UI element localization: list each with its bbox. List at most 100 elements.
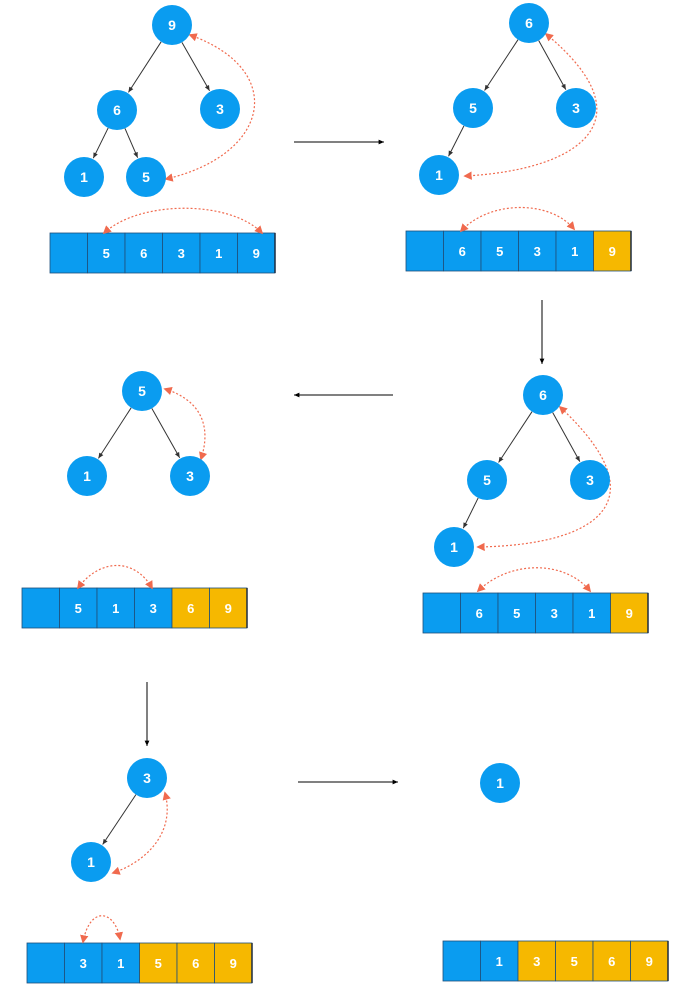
step-1-array-cell-2	[124, 232, 163, 274]
step-1-heap-node-2: 6	[97, 90, 137, 130]
step-1-array-cell-label: 9	[253, 246, 260, 261]
step-3-array-cell-3	[535, 592, 574, 634]
step-4-array-cell-2	[96, 587, 135, 629]
step-3-heap-node-2: 5	[467, 460, 507, 500]
step-3-array-cell-4	[572, 592, 611, 634]
step-5-array-cell-label: 3	[80, 956, 87, 971]
step-2-array-cell-label: 5	[496, 244, 503, 259]
step-1-heap-node-label: 9	[168, 17, 176, 33]
step-3-heap-node-label: 6	[539, 387, 547, 403]
step-4-array-cell-label: 6	[187, 601, 194, 616]
step-4-heap-node-label: 3	[186, 468, 194, 484]
step-2-array-cell-3	[518, 230, 557, 272]
step-3-heap-node-3: 3	[570, 460, 610, 500]
step-3-heap-node-circle	[434, 527, 474, 567]
step-5-array-cell-1	[64, 942, 103, 984]
step-2-array-cell-5	[593, 230, 632, 272]
step-4-array-cell-label: 9	[225, 601, 232, 616]
step-5-heap-node-circle	[71, 842, 111, 882]
step-5-array-cell-label: 1	[117, 956, 124, 971]
step-5-array-cell-4	[176, 942, 215, 984]
step-3-array-cell-5	[610, 592, 649, 634]
step-3-heap-node-circle	[570, 460, 610, 500]
step-2-array-cell-label: 6	[459, 244, 466, 259]
step-6-array-cell-5	[630, 940, 669, 982]
step-1-heap-node-1: 9	[152, 5, 192, 45]
step-5-heap-node-1: 3	[127, 758, 167, 798]
step-6-array-cell-1	[480, 940, 519, 982]
step-5-heap-node-label: 1	[87, 854, 95, 870]
step-2-heap-node-circle	[556, 88, 596, 128]
step-6-heap-node-label: 1	[496, 775, 504, 791]
step-4-array-swap-arrow	[77, 565, 153, 590]
step-4-heap-node-1: 5	[122, 371, 162, 411]
step-1-heap-node-label: 3	[216, 101, 224, 117]
step-2-tree-edge-3	[448, 125, 465, 157]
step-1-heap-node-circle	[152, 5, 192, 45]
step-6-array-cell-label: 5	[571, 954, 578, 969]
step-4-array-cell-label: 3	[150, 601, 157, 616]
step-1-heap-node-circle	[97, 90, 137, 130]
step-3-tree-edge-3	[462, 497, 479, 529]
step-1-heap-node-3: 3	[200, 89, 240, 129]
step-3-array-cell-1	[460, 592, 499, 634]
step-1-tree-swap-arrow	[164, 33, 256, 182]
step-5-tree-edge-1	[102, 794, 137, 845]
step-5-tree-swap-arrow	[111, 791, 171, 875]
step-1-array-cell-5	[237, 232, 276, 274]
step-4-heap-node-circle	[170, 456, 210, 496]
step-5-array-swap-arrow	[80, 915, 123, 944]
step-6-array-cell-3	[555, 940, 594, 982]
step-1-heap-node-label: 1	[80, 169, 88, 185]
step-5-array-cell-label: 6	[192, 956, 199, 971]
step-3-array-cell-label: 3	[551, 606, 558, 621]
step-5-heap-node-label: 3	[143, 770, 151, 786]
step-2-heap-node-label: 6	[525, 15, 533, 31]
step-4-heap-node-3: 3	[170, 456, 210, 496]
step-4-array-cell-label: 1	[112, 601, 119, 616]
step-4-tree-swap-arrow	[163, 387, 208, 461]
step-2-heap-node-circle	[509, 3, 549, 43]
step-1-heap-node-4: 1	[64, 157, 104, 197]
step-3-heap-node-label: 3	[586, 472, 594, 488]
step-5-array-cell-label: 5	[155, 956, 162, 971]
step-2-tree-edge-1	[484, 39, 519, 91]
step-3-heap-node-circle	[467, 460, 507, 500]
step-5-array-cell-0	[26, 942, 65, 984]
step-2-array-cell-1	[443, 230, 482, 272]
step-4-heap-node-label: 5	[138, 383, 146, 399]
step-3-array-swap-arrow	[476, 567, 592, 593]
step-5-array-cell-5	[214, 942, 253, 984]
step-3-heap-node-label: 1	[450, 539, 458, 555]
step-5-array: 3 1 5 6 9	[26, 942, 253, 984]
step-2-array-cell-0	[405, 230, 444, 272]
step-3-array-cell-label: 9	[626, 606, 633, 621]
step-5-array-cell-label: 9	[230, 956, 237, 971]
step-1-tree-edge-3	[92, 127, 109, 159]
step-3-array-cell-label: 6	[476, 606, 483, 621]
step-1-array-cell-0	[49, 232, 88, 274]
step-2-heap-node-2: 5	[453, 88, 493, 128]
step-4-heap-node-circle	[122, 371, 162, 411]
step-1-array-cell-label: 1	[215, 246, 222, 261]
step-2-array-cell-label: 3	[534, 244, 541, 259]
step-4-array-cell-0	[21, 587, 60, 629]
step-2-heap-node-circle	[453, 88, 493, 128]
step-1-tree-edge-1	[127, 41, 162, 93]
step-6-array-cell-label: 6	[608, 954, 615, 969]
step-1-tree-edge-2	[181, 42, 211, 92]
step-1-array-cell-4	[199, 232, 238, 274]
step-5-array-cell-3	[139, 942, 178, 984]
step-1-heap-node-5: 5	[126, 157, 166, 197]
step-2-array-cell-label: 9	[609, 244, 616, 259]
step-1-heap-node-label: 6	[113, 102, 121, 118]
step-3-heap-node-circle	[523, 375, 563, 415]
step-6-heap-node-circle	[480, 763, 520, 803]
step-2-heap-node-1: 6	[509, 3, 549, 43]
step-1-array-cell-label: 6	[140, 246, 147, 261]
step-2-heap-node-circle	[419, 155, 459, 195]
